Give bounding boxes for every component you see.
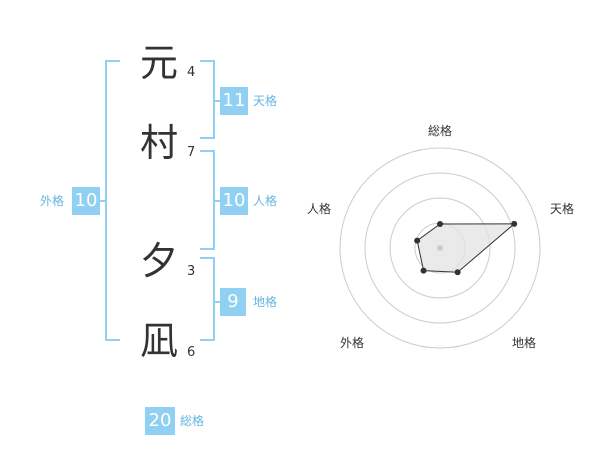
radar-point-1: [511, 220, 518, 227]
radar-ring-3: [364, 172, 516, 324]
radar-point-4: [414, 237, 421, 244]
gaikaku-value: 10: [72, 187, 100, 215]
chikaku-bracket: [200, 257, 215, 341]
stroke-count-2: 7: [187, 145, 196, 160]
name-char-1: 元: [140, 41, 179, 85]
radar-ring-4: [339, 147, 541, 349]
radar-axis-label-jinkaku: 人格: [307, 201, 331, 216]
name-char-4: 凪: [140, 319, 179, 363]
radar-point-3: [420, 267, 427, 274]
radar-points: [414, 220, 518, 276]
stroke-count-3: 3: [187, 264, 196, 279]
tenkaku-bracket: [200, 60, 215, 139]
tenkaku-value: 11: [220, 87, 248, 115]
chikaku-value: 9: [220, 288, 246, 316]
radar-point-2: [454, 269, 461, 276]
radar-ring-2: [389, 197, 491, 299]
name-char-3: 夕: [140, 239, 179, 283]
gaikaku-label: 外格: [40, 194, 65, 208]
soukaku-value: 20: [145, 407, 175, 435]
chikaku-label: 地格: [253, 295, 278, 309]
jinkaku-value: 10: [220, 187, 248, 215]
name-char-2: 村: [140, 121, 179, 165]
soukaku-label: 総格: [180, 414, 205, 428]
jinkaku-label: 人格: [253, 194, 278, 208]
tenkaku-label: 天格: [253, 94, 278, 108]
stroke-count-4: 6: [187, 345, 196, 360]
radar-center-dot: [437, 245, 443, 251]
radar-axis-label-chikaku: 地格: [512, 335, 536, 350]
radar-point-0: [437, 221, 443, 227]
radar-axis-label-gaikaku: 外格: [340, 335, 364, 350]
radar-area: [416, 223, 516, 273]
radar-axis-label-tenkaku: 天格: [550, 201, 574, 216]
radar-axis-label-soukaku: 総格: [428, 123, 452, 138]
stroke-count-1: 4: [187, 65, 196, 80]
